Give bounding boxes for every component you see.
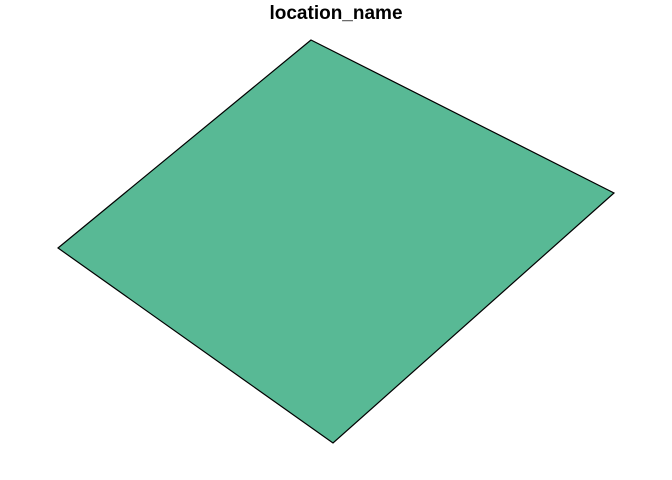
location-polygon	[57, 39, 616, 444]
map-title: location_name	[269, 3, 403, 24]
